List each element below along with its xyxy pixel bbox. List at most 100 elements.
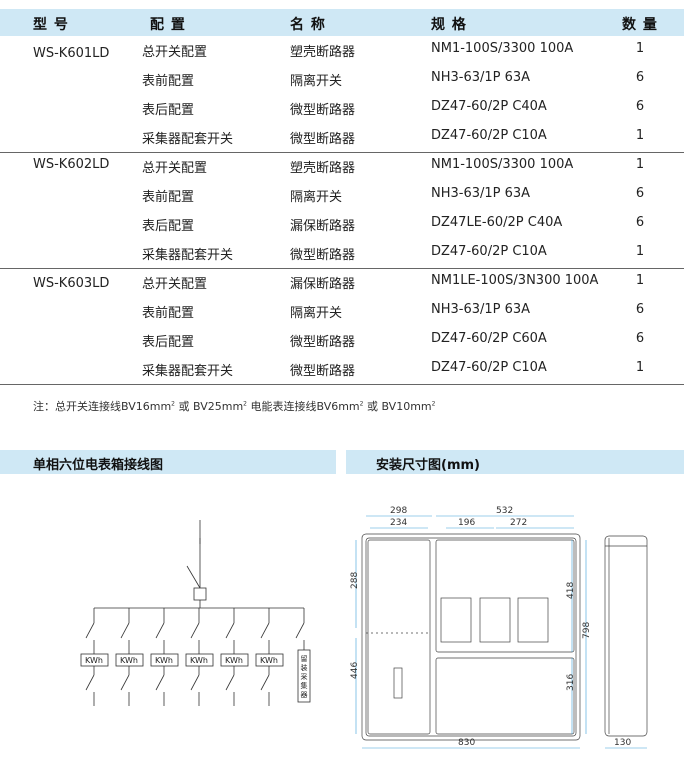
model-cell: WS-K603LD bbox=[33, 276, 110, 291]
dim-right-total: 798 bbox=[582, 622, 592, 639]
spec-cell: NH3-63/1P 63A bbox=[431, 70, 531, 85]
config-cell: 总开关配置 bbox=[142, 277, 208, 292]
kwh-meter bbox=[115, 653, 144, 667]
spec-cell: DZ47-60/2P C40A bbox=[431, 99, 547, 114]
config-cell: 采集器配套开关 bbox=[142, 248, 234, 263]
qty-cell: 1 bbox=[635, 244, 645, 259]
group-divider bbox=[0, 268, 684, 269]
kwh-meter-label: KWh bbox=[155, 656, 173, 665]
name-cell: 微型断路器 bbox=[290, 335, 356, 350]
kwh-meter-label: KWh bbox=[85, 656, 103, 665]
spec-cell: DZ47-60/2P C10A bbox=[431, 244, 547, 259]
config-cell: 表前配置 bbox=[142, 306, 195, 321]
spec-cell: NM1LE-100S/3N300 100A bbox=[431, 273, 599, 288]
kwh-meter bbox=[255, 653, 284, 667]
header-model: 型 号 bbox=[33, 17, 69, 33]
kwh-meter-label: KWh bbox=[190, 656, 208, 665]
name-cell: 微型断路器 bbox=[290, 364, 356, 379]
wiring-note: 注：总开关连接线BV16mm2 或 BV25mm2 电能表连接线BV6mm2 或… bbox=[33, 398, 435, 414]
spec-cell: DZ47-60/2P C10A bbox=[431, 360, 547, 375]
dimension-section-bar: 安装尺寸图(mm) bbox=[346, 450, 684, 474]
note-superscript: 2 bbox=[243, 400, 247, 408]
note-label: 注： bbox=[33, 400, 55, 413]
kwh-meter bbox=[150, 653, 179, 667]
qty-cell: 1 bbox=[635, 273, 645, 288]
dim-top-right-outer: 532 bbox=[496, 506, 513, 516]
table-header: 型 号 配 置 名 称 规 格 数 量 bbox=[0, 9, 684, 36]
qty-cell: 1 bbox=[635, 360, 645, 375]
dim-left-upper: 288 bbox=[350, 572, 360, 589]
qty-cell: 6 bbox=[635, 215, 645, 230]
config-cell: 总开关配置 bbox=[142, 45, 208, 60]
kwh-meter bbox=[185, 653, 214, 667]
config-cell: 总开关配置 bbox=[142, 161, 208, 176]
qty-cell: 1 bbox=[635, 157, 645, 172]
collector-label-char: 留 bbox=[301, 654, 308, 663]
qty-cell: 6 bbox=[635, 331, 645, 346]
dim-top-left-inner: 234 bbox=[390, 518, 407, 528]
dim-top-left-outer: 298 bbox=[390, 506, 407, 516]
spec-cell: NM1-100S/3300 100A bbox=[431, 157, 574, 172]
note-superscript: 2 bbox=[171, 400, 175, 408]
collector-label-char: 集 bbox=[301, 681, 308, 690]
table-group-k602: WS-K602LD 总开关配置 塑壳断路器 NM1-100S/3300 100A… bbox=[0, 152, 684, 268]
table-group-k603: WS-K603LD 总开关配置 漏保断路器 NM1LE-100S/3N300 1… bbox=[0, 268, 684, 384]
dim-bottom-width: 830 bbox=[458, 738, 475, 748]
config-cell: 表后配置 bbox=[142, 103, 195, 118]
collector-label-char: 器 bbox=[301, 691, 308, 699]
dimension-drawing: 298 234 532 196 272 288 446 418 316 798 … bbox=[350, 506, 648, 749]
kwh-meter-label: KWh bbox=[120, 656, 138, 665]
spec-cell: NH3-63/1P 63A bbox=[431, 302, 531, 317]
kwh-meter bbox=[80, 653, 109, 667]
dim-left-lower: 446 bbox=[350, 662, 360, 679]
qty-cell: 6 bbox=[635, 186, 645, 201]
config-cell: 采集器配套开关 bbox=[142, 132, 234, 147]
config-cell: 表后配置 bbox=[142, 335, 195, 350]
header-config: 配 置 bbox=[150, 17, 186, 33]
note-text: 总开关连接线BV16mm bbox=[55, 400, 172, 413]
spec-cell: NM1-100S/3300 100A bbox=[431, 41, 574, 56]
model-cell: WS-K602LD bbox=[33, 157, 110, 172]
config-cell: 表前配置 bbox=[142, 190, 195, 205]
name-cell: 隔离开关 bbox=[290, 306, 343, 321]
wiring-section-bar: 单相六位电表箱接线图 bbox=[0, 450, 336, 474]
name-cell: 塑壳断路器 bbox=[290, 45, 356, 60]
note-text: 或 BV10mm bbox=[363, 400, 432, 413]
dim-top-right-b: 272 bbox=[510, 518, 527, 528]
kwh-meter-label: KWh bbox=[260, 656, 278, 665]
group-divider bbox=[0, 152, 684, 153]
dim-side-depth: 130 bbox=[614, 738, 631, 748]
table-bottom-divider bbox=[0, 384, 684, 385]
header-spec: 规 格 bbox=[431, 17, 467, 33]
qty-cell: 6 bbox=[635, 99, 645, 114]
note-superscript: 2 bbox=[431, 400, 436, 408]
name-cell: 微型断路器 bbox=[290, 132, 356, 147]
model-cell: WS-K601LD bbox=[33, 46, 110, 61]
qty-cell: 6 bbox=[635, 70, 645, 85]
name-cell: 塑壳断路器 bbox=[290, 161, 356, 176]
qty-cell: 1 bbox=[635, 128, 645, 143]
spec-cell: DZ47-60/2P C60A bbox=[431, 331, 547, 346]
config-cell: 采集器配套开关 bbox=[142, 364, 234, 379]
collector-box bbox=[297, 649, 311, 703]
kwh-meter bbox=[220, 653, 249, 667]
qty-cell: 1 bbox=[635, 41, 645, 56]
note-text: 电能表连接线BV6mm bbox=[246, 400, 360, 413]
header-name: 名 称 bbox=[290, 17, 326, 33]
wiring-section-title: 单相六位电表箱接线图 bbox=[33, 458, 164, 473]
note-text: 或 BV25mm bbox=[175, 400, 244, 413]
header-qty: 数 量 bbox=[622, 17, 658, 33]
table-group-k601: WS-K601LD 总开关配置 塑壳断路器 NM1-100S/3300 100A… bbox=[0, 36, 684, 153]
note-superscript: 2 bbox=[359, 400, 364, 408]
collector-label-char: 装 bbox=[301, 663, 308, 672]
dim-right-lower: 316 bbox=[566, 674, 576, 691]
spec-cell: DZ47-60/2P C10A bbox=[431, 128, 547, 143]
dim-top-right-a: 196 bbox=[458, 518, 475, 528]
kwh-meter-label: KWh bbox=[225, 656, 243, 665]
config-cell: 表前配置 bbox=[142, 74, 195, 89]
qty-cell: 6 bbox=[635, 302, 645, 317]
name-cell: 漏保断路器 bbox=[290, 219, 356, 234]
dim-right-upper: 418 bbox=[566, 582, 576, 599]
name-cell: 微型断路器 bbox=[290, 103, 356, 118]
